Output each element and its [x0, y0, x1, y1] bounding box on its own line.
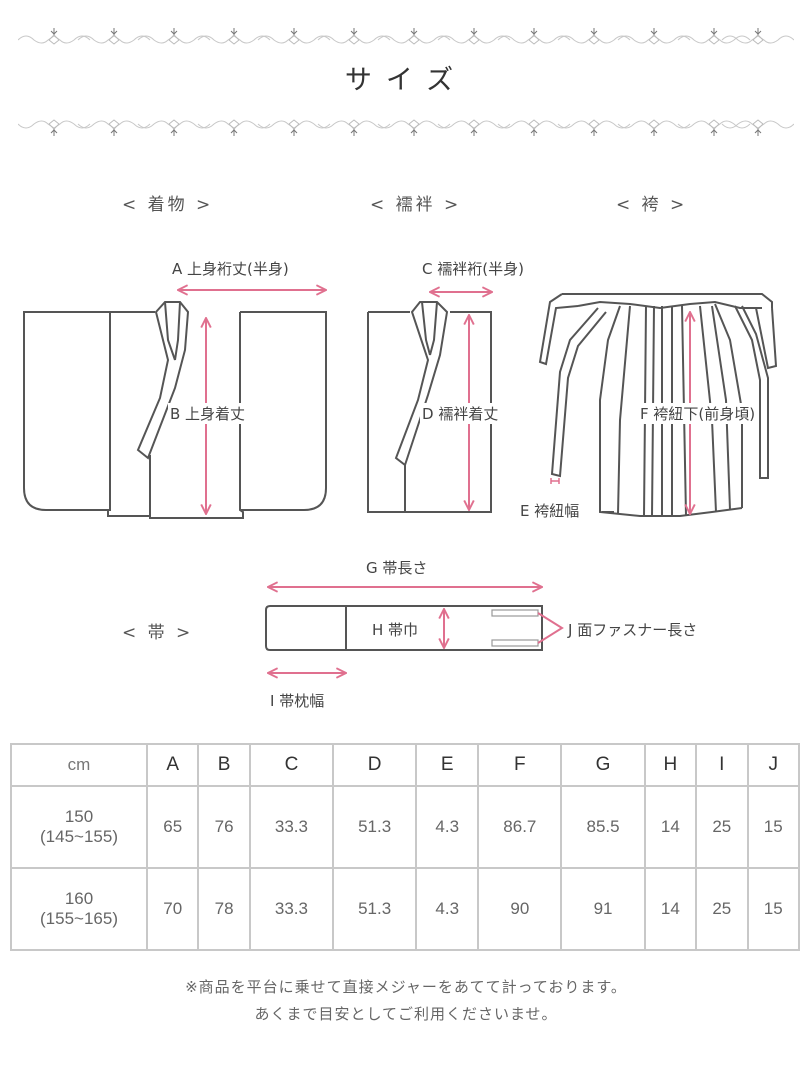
cell: 33.3: [248, 785, 335, 869]
juban-diagram: [367, 301, 492, 513]
table-header-col: G: [560, 743, 646, 787]
note-line-1: ※商品を平台に乗せて直接メジャーをあてて計っております。: [185, 978, 627, 996]
cell: 90: [477, 867, 563, 951]
cell: 15: [746, 867, 800, 951]
label-c: C 襦袢裄(半身): [422, 260, 524, 278]
table-row: 160 (155~165) 70 78 33.3 51.3 4.3 90 91 …: [10, 867, 800, 951]
table-header-col: C: [248, 743, 335, 787]
label-b: B 上身着丈: [168, 403, 248, 424]
section-label-juban: < 襦袢 >: [370, 195, 462, 215]
table-header-col: A: [145, 743, 200, 787]
size-value: 160: [64, 889, 94, 908]
size-range: (155~165): [40, 909, 118, 928]
cell: 76: [197, 785, 251, 869]
cell: 15: [746, 785, 800, 869]
label-d: D 襦袢着丈: [420, 403, 501, 424]
table-row: 150 (145~155) 65 76 33.3 51.3 4.3 86.7 8…: [10, 785, 800, 869]
label-g: G 帯長さ: [366, 559, 428, 577]
section-label-obi: < 帯 >: [122, 623, 194, 643]
cell: 25: [695, 867, 749, 951]
row-size-160: 160 (155~165): [10, 867, 148, 951]
table-header-col: B: [197, 743, 251, 787]
kimono-diagram: [23, 301, 327, 519]
table-header-col: D: [332, 743, 418, 787]
cell: 4.3: [415, 785, 480, 869]
cell: 33.3: [248, 867, 335, 951]
table-header-col: H: [643, 743, 698, 787]
label-h: H 帯巾: [372, 621, 419, 639]
table-header-col: F: [477, 743, 563, 787]
cell: 14: [643, 785, 698, 869]
table-header-row: cm A B C D E F G H I J: [10, 743, 800, 787]
size-range: (145~155): [40, 827, 118, 846]
label-e: E 袴紐幅: [518, 500, 582, 521]
cell: 65: [145, 785, 200, 869]
cell: 91: [560, 867, 646, 951]
cell: 14: [643, 867, 698, 951]
label-a: A 上身裄丈(半身): [172, 260, 289, 278]
table-header-col: I: [695, 743, 749, 787]
cell: 4.3: [415, 867, 480, 951]
section-label-hakama: < 袴 >: [616, 195, 688, 215]
cell: 51.3: [332, 867, 418, 951]
table-header-col: J: [746, 743, 800, 787]
label-i: I 帯枕幅: [270, 692, 325, 710]
section-label-kimono: < 着物 >: [122, 195, 214, 215]
cell: 86.7: [477, 785, 563, 869]
label-j: J 面ファスナー長さ: [568, 621, 698, 639]
row-size-150: 150 (145~155): [10, 785, 148, 869]
cell: 25: [695, 785, 749, 869]
cell: 70: [145, 867, 200, 951]
table-header-unit: cm: [10, 743, 148, 787]
size-value: 150: [64, 807, 94, 826]
note-line-2: あくまで目安としてご利用くださいませ。: [254, 1005, 558, 1023]
cell: 51.3: [332, 785, 418, 869]
cell: 85.5: [560, 785, 646, 869]
size-table: cm A B C D E F G H I J 150 (145~155) 65 …: [10, 743, 800, 951]
label-f: F 袴紐下(前身頃): [638, 403, 758, 424]
cell: 78: [197, 867, 251, 951]
page-title: サイズ: [344, 65, 468, 96]
table-header-col: E: [415, 743, 480, 787]
